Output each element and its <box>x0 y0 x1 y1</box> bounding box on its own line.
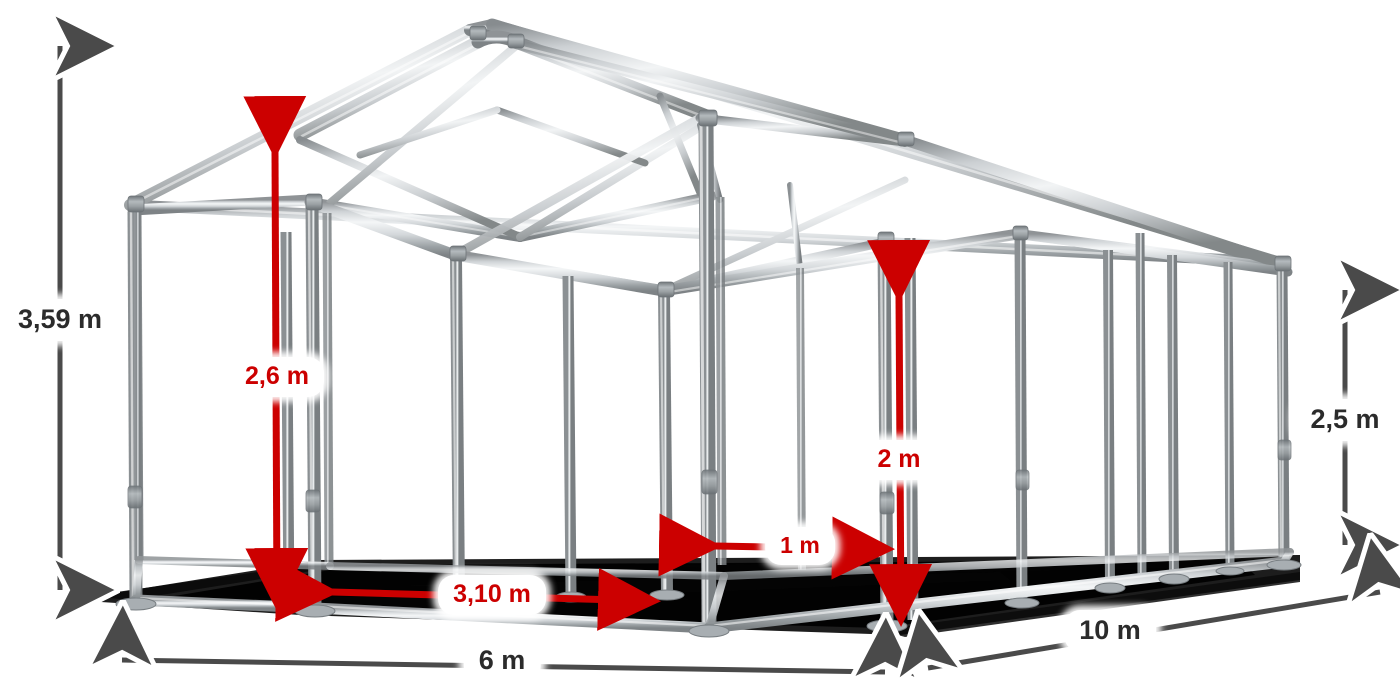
dimension-label-side-height: 2,5 m <box>1295 399 1395 441</box>
dimension-label-inner-height: 2,6 m <box>230 357 324 397</box>
dimension-label-total-height: 3,59 m <box>2 299 118 341</box>
dimension-label-width: 6 m <box>463 640 541 682</box>
dimension-label-inner-width: 3,10 m <box>438 575 546 615</box>
roof-truss-front <box>293 30 719 242</box>
dimension-label-bay-offset: 1 m <box>765 527 835 565</box>
dimension-label-post-height: 2 m <box>862 440 936 480</box>
dimension-label-length: 10 m <box>1064 610 1156 652</box>
